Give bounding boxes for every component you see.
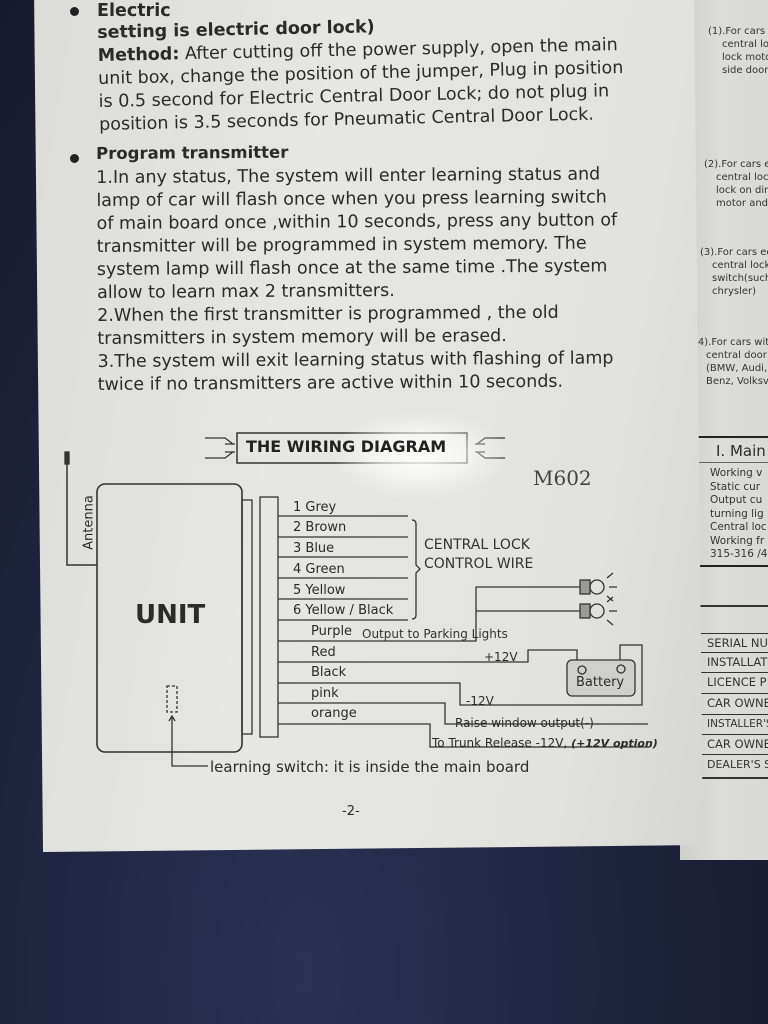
trunk-text: To Trunk Release -12V,	[432, 736, 572, 750]
note-2: (2).For cars eq central loc lock on dirv…	[704, 158, 768, 210]
central-lock-label: CENTRAL LOCK CONTROL WIRE	[424, 536, 533, 574]
spec-line: Output cu	[710, 494, 763, 506]
minus12-label: -12V	[466, 694, 494, 708]
raise-window-label: Raise window output(-)	[455, 716, 594, 730]
learning-switch-label: learning switch: it is inside the main b…	[210, 758, 530, 776]
spec-top-rule	[692, 436, 768, 438]
wire-label: 2 Brown	[293, 520, 347, 535]
note-line: central loc	[716, 172, 768, 183]
spec-bottom-rule	[685, 565, 768, 567]
table-row: INSTALLER'S	[693, 714, 768, 733]
diagram-title: THE WIRING DIAGRAM	[246, 437, 447, 456]
bullet-icon	[70, 154, 79, 163]
wire-label: 6 Yellow / Black	[293, 603, 394, 618]
spec-heading: I. Main	[716, 442, 766, 460]
connector-plug	[259, 496, 279, 738]
label-line: CONTROL WIRE	[424, 556, 534, 572]
spec-line: turning lig	[710, 507, 764, 520]
wires	[278, 515, 650, 748]
note-line: lock moto	[722, 52, 768, 63]
spec-line: Working fr	[710, 534, 765, 547]
note-line: central door l	[706, 350, 768, 361]
spec-list: Working v Static cur Output cu turning l…	[710, 467, 767, 562]
label-line: CENTRAL LOCK	[424, 537, 530, 553]
glare	[330, 410, 510, 500]
note-line: (2).For cars eq	[704, 159, 768, 170]
note-line: Benz, Volksv	[706, 376, 768, 387]
learning-pointer	[168, 714, 208, 767]
note-4: (4).For cars with central door l (BMW, A…	[694, 336, 768, 388]
spec-line: Working v	[710, 467, 763, 479]
learning-switch	[166, 685, 178, 713]
antenna-icon	[64, 451, 97, 566]
table-row: INSTALLAT	[693, 652, 768, 671]
trunk-label: To Trunk Release -12V, (+12V option)	[432, 736, 658, 750]
wire-label: Red	[311, 645, 336, 660]
note-3: (3).For cars equ central lock switch(suc…	[700, 246, 768, 298]
note-line: chrysler)	[712, 286, 757, 297]
note-line: switch(such	[712, 273, 768, 284]
note-line: (BMW, Audi,Me	[706, 363, 768, 374]
battery-icon	[566, 659, 636, 697]
wire-label: 1 Grey	[293, 500, 337, 515]
page-number: -2-	[342, 804, 360, 819]
lamp-icons	[579, 572, 617, 626]
table-row: SERIAL NU	[693, 633, 768, 652]
wire-label: pink	[311, 686, 339, 701]
parking-label: Output to Parking Lights	[362, 627, 508, 641]
wire-label: 3 Blue	[293, 541, 335, 556]
table-row: CAR OWNE	[693, 693, 768, 712]
model-number: M602	[533, 466, 592, 490]
note-line: lock on dirv	[716, 185, 768, 196]
battery-minus	[616, 664, 626, 674]
bullet-icon	[70, 7, 79, 16]
trunk-option: (+12V option)	[571, 737, 658, 750]
wire-label: 4 Green	[293, 562, 345, 577]
note-line: (3).For cars equ	[700, 247, 768, 258]
note-line: (4).For cars with	[694, 337, 768, 348]
table-row: CAR OWNE	[693, 734, 768, 753]
plus12-label: +12V	[484, 650, 518, 664]
note-1: (1).For cars e central lo lock moto side…	[708, 25, 768, 77]
spec-line: Static cur	[710, 480, 761, 493]
antenna-label: Antenna	[81, 495, 97, 550]
note-line: motor and	[716, 198, 768, 209]
note-line: (1).For cars e	[708, 26, 768, 37]
spec-line: Central loc	[710, 521, 767, 533]
cut-line: Electric	[97, 1, 171, 21]
wire-label: Black	[311, 665, 347, 680]
unit-label: UNIT	[135, 600, 206, 630]
table-row: DEALER'S S	[693, 754, 768, 773]
note-line: side door	[722, 65, 768, 76]
table-row: LICENCE P	[693, 672, 768, 691]
connector	[241, 499, 253, 735]
note-line: central lock	[712, 260, 768, 271]
note-line: central lo	[722, 39, 768, 50]
spec-heading-rule	[692, 462, 768, 463]
wire-label: 5 Yellow	[293, 583, 346, 598]
battery-label: Battery	[576, 675, 625, 690]
battery-plus	[577, 665, 587, 675]
wire-label: orange	[311, 706, 357, 721]
spec-line: 315-316 /4	[710, 548, 768, 560]
wire-label: Purple	[311, 624, 353, 639]
